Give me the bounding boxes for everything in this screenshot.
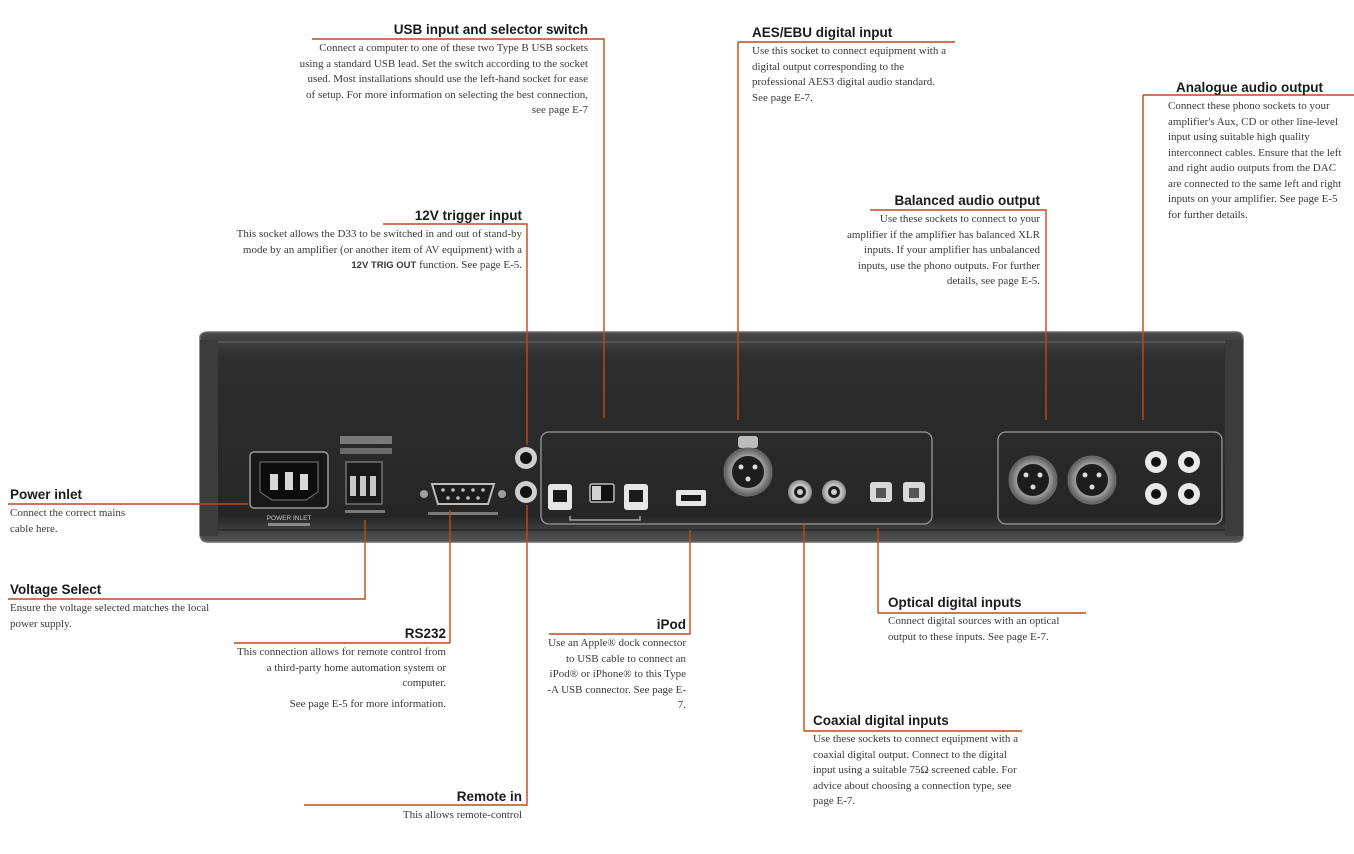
callout-analogue-output: Analogue audio output Connect these phon… bbox=[1168, 80, 1350, 223]
usb-selector-switch bbox=[569, 483, 641, 521]
rs232-title: RS232 bbox=[404, 626, 446, 641]
rs232-see-page: See page E-5 for more information. bbox=[289, 697, 446, 710]
balanced-description: Use these sockets to connect to your amp… bbox=[846, 213, 1040, 287]
rs232-port bbox=[420, 483, 506, 515]
voltage-title: Voltage Select bbox=[10, 582, 102, 597]
callout-voltage-select: Voltage Select Ensure the voltage select… bbox=[10, 582, 220, 632]
ipod-title: iPod bbox=[656, 617, 686, 632]
optical-input-1 bbox=[870, 482, 892, 502]
aes-title: AES/EBU digital input bbox=[752, 25, 893, 40]
aes-description: Use this socket to connect equipment wit… bbox=[752, 45, 946, 104]
aes-ebu-xlr-socket bbox=[723, 436, 773, 497]
callout-power-inlet: Power inlet Connect the correct mains ca… bbox=[10, 487, 170, 537]
voltage-description: Ensure the voltage selected matches the … bbox=[10, 602, 210, 630]
callout-remote-in: Remote in This allows remote-control bbox=[332, 789, 522, 824]
coaxial-input-1 bbox=[788, 480, 812, 504]
voltage-selector bbox=[340, 436, 392, 513]
analogue-description: Connect these phono sockets to your ampl… bbox=[1168, 100, 1342, 221]
callout-optical-inputs: Optical digital inputs Connect digital s… bbox=[888, 595, 1088, 645]
analogue-output-panel bbox=[997, 431, 1223, 525]
remote-title: Remote in bbox=[456, 789, 522, 804]
usb-b-socket-left bbox=[548, 484, 572, 510]
trigger-desc-end: function. See page E-5. bbox=[416, 259, 522, 271]
usb-title: USB input and selector switch bbox=[393, 22, 588, 37]
callout-ipod: iPod Use an Apple® dock connector to USB… bbox=[546, 617, 686, 714]
digital-input-panel bbox=[540, 431, 933, 525]
usb-b-socket-right bbox=[624, 484, 648, 510]
ipod-description: Use an Apple® dock connector to USB cabl… bbox=[547, 637, 686, 711]
usb-a-ipod-socket bbox=[676, 490, 706, 506]
balanced-title: Balanced audio output bbox=[894, 193, 1040, 208]
usb-description: Connect a computer to one of these two T… bbox=[299, 42, 588, 116]
power-inlet-device-label: POWER INLET bbox=[267, 515, 312, 522]
trigger-desc-emphasis: 12V TRIG OUT bbox=[351, 260, 417, 271]
trigger-description: This socket allows the D33 to be switche… bbox=[232, 227, 522, 274]
optical-description: Connect digital sources with an optical … bbox=[888, 615, 1060, 643]
phono-output-sockets bbox=[1145, 451, 1200, 505]
trigger-jack bbox=[515, 447, 537, 469]
balanced-xlr-right bbox=[1008, 455, 1058, 505]
optical-title: Optical digital inputs bbox=[888, 595, 1022, 610]
coaxial-description: Use these sockets to connect equipment w… bbox=[813, 733, 1018, 807]
power-inlet-socket: POWER INLET bbox=[249, 451, 329, 526]
power-title: Power inlet bbox=[10, 487, 83, 502]
callout-balanced-output: Balanced audio output Use these sockets … bbox=[846, 193, 1040, 290]
trigger-title: 12V trigger input bbox=[414, 208, 522, 223]
balanced-xlr-left bbox=[1067, 455, 1117, 505]
remote-jack bbox=[515, 481, 537, 503]
callout-usb: USB input and selector switch Connect a … bbox=[298, 22, 588, 119]
power-description: Connect the correct mains cable here. bbox=[10, 507, 126, 535]
callout-coaxial-inputs: Coaxial digital inputs Use these sockets… bbox=[813, 713, 1021, 810]
callout-aes-ebu: AES/EBU digital input Use this socket to… bbox=[752, 25, 952, 106]
analogue-title: Analogue audio output bbox=[1176, 80, 1323, 95]
rs232-description: This connection allows for remote contro… bbox=[237, 646, 446, 689]
callout-12v-trigger: 12V trigger input This socket allows the… bbox=[232, 208, 522, 274]
callout-rs232: RS232 This connection allows for remote … bbox=[232, 626, 446, 712]
chassis bbox=[199, 331, 1244, 543]
trigger-desc-start: This socket allows the D33 to be switche… bbox=[236, 228, 522, 256]
optical-input-2 bbox=[903, 482, 925, 502]
coaxial-title: Coaxial digital inputs bbox=[813, 713, 949, 728]
coaxial-input-2 bbox=[822, 480, 846, 504]
remote-description: This allows remote-control bbox=[402, 809, 522, 821]
